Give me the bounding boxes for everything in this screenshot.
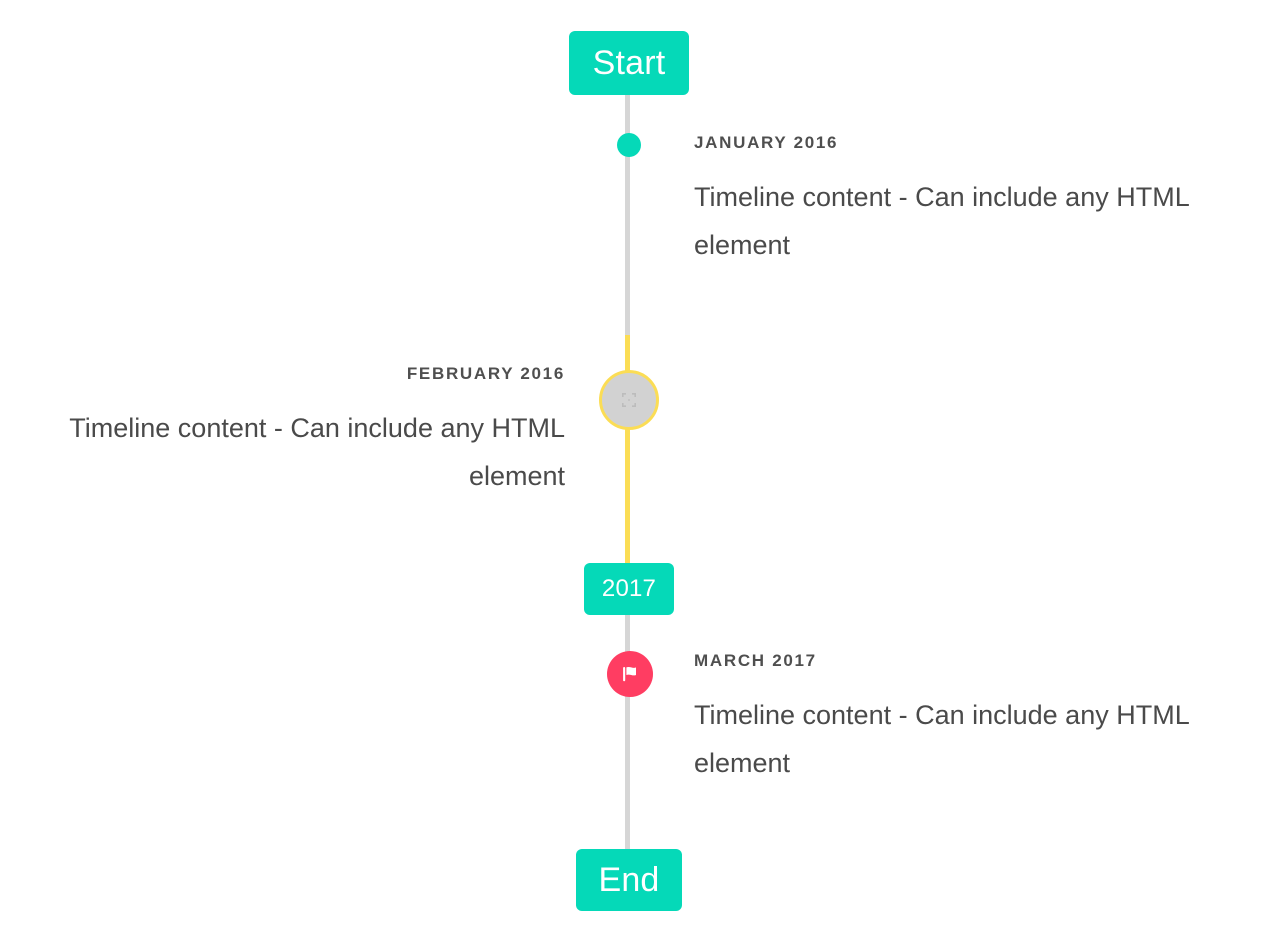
timeline-marker-march[interactable] bbox=[607, 651, 653, 697]
timeline-marker-january[interactable] bbox=[617, 133, 641, 157]
timeline-entry-january: JANUARY 2016 Timeline content - Can incl… bbox=[694, 134, 1218, 269]
timeline-entry-february: FEBRUARY 2016 Timeline content - Can inc… bbox=[41, 365, 565, 500]
timeline-entry-date: FEBRUARY 2016 bbox=[406, 364, 565, 383]
flag-icon bbox=[623, 666, 636, 682]
timeline-entry-march: MARCH 2017 Timeline content - Can includ… bbox=[694, 652, 1218, 787]
timeline-entry-body: Timeline content - Can include any HTML … bbox=[694, 700, 1189, 779]
timeline-entry-date: MARCH 2017 bbox=[694, 651, 817, 670]
timeline-entry-date: JANUARY 2016 bbox=[694, 133, 839, 152]
timeline-year-badge[interactable]: 2017 bbox=[584, 563, 674, 615]
timeline-marker-february[interactable] bbox=[599, 370, 659, 430]
timeline-entry-body: Timeline content - Can include any HTML … bbox=[694, 182, 1189, 261]
timeline-end-badge[interactable]: End bbox=[576, 849, 682, 911]
timeline-rail-segment-top bbox=[625, 95, 630, 335]
timeline-start-badge[interactable]: Start bbox=[569, 31, 689, 95]
timeline-rail-segment-bottom bbox=[625, 615, 630, 849]
timeline-rail-segment-highlight bbox=[625, 335, 630, 563]
broken-image-icon bbox=[622, 393, 636, 407]
timeline-entry-body: Timeline content - Can include any HTML … bbox=[69, 413, 565, 492]
